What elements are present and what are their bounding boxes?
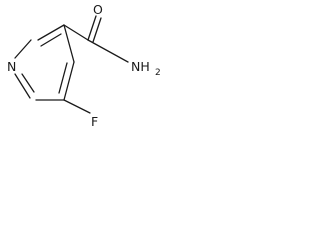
bond-carbonyl-o-double xyxy=(92,17,102,43)
ring-nitrogen-label: N xyxy=(7,59,16,74)
bond-carbonyl-n xyxy=(87,39,129,63)
amide-nitrogen-label: NH xyxy=(131,59,150,74)
bond-carbonyl-o xyxy=(87,15,97,41)
amide-subscript-label: 2 xyxy=(155,68,161,78)
fluorine-label: F xyxy=(91,114,98,129)
pyridine-ring xyxy=(14,24,75,101)
amide-group xyxy=(63,15,129,63)
carbonyl-oxygen-label: O xyxy=(93,2,103,17)
chemical-structure: N O NH 2 F xyxy=(7,2,161,129)
bond-c5-f xyxy=(63,99,91,114)
bond-c6-n1 xyxy=(14,73,31,99)
bond-c3-c4 xyxy=(63,24,75,63)
bond-c4-c5 xyxy=(63,61,75,101)
bond-c6-n1-inner xyxy=(21,73,35,93)
bond-c2-c3-inner xyxy=(40,33,62,47)
bond-c4-c5-inner xyxy=(58,62,68,94)
bond-c3-carbonyl xyxy=(63,24,89,41)
bond-c2-c3 xyxy=(37,24,65,41)
bond-n1-c2 xyxy=(14,39,32,59)
